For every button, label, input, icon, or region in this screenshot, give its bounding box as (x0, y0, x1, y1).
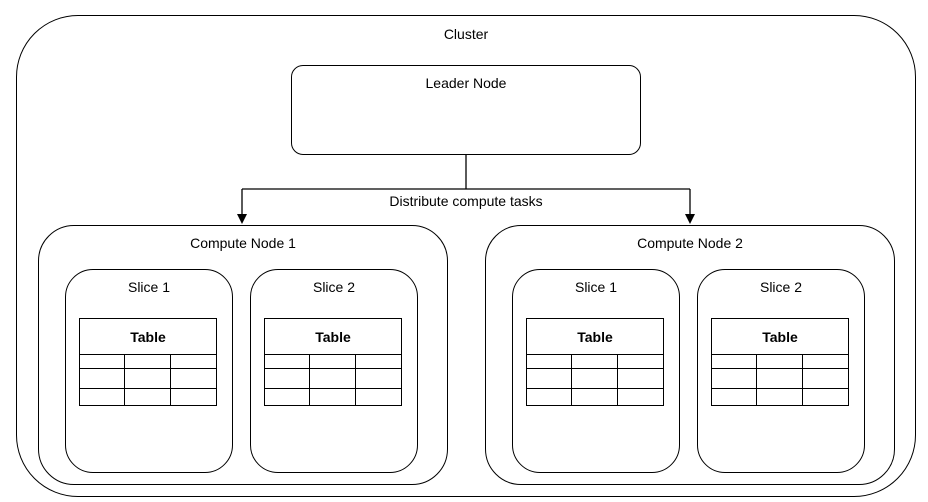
table-cell (125, 369, 171, 389)
slice-2: Slice 2 Table (697, 269, 865, 473)
slice-1: Slice 1 Table (512, 269, 680, 473)
table-title: Table (712, 319, 848, 355)
table-cell (171, 389, 216, 405)
table-cell (265, 389, 311, 405)
table-cell (125, 389, 171, 405)
cluster-label: Cluster (443, 26, 489, 42)
leader-node: Leader Node (291, 65, 641, 155)
table-title: Table (265, 319, 401, 355)
table-cell (617, 355, 663, 369)
table-cell (527, 355, 573, 369)
table-cell (80, 369, 126, 389)
table-cell (310, 369, 356, 389)
arrowhead-compute-node-2 (685, 214, 695, 224)
table-cell (355, 369, 401, 389)
table-cell (527, 369, 573, 389)
table-cell (310, 355, 356, 369)
table-cell (265, 369, 311, 389)
table-cell (356, 389, 401, 405)
slice-label: Slice 1 (574, 279, 618, 295)
table-title: Table (527, 319, 663, 355)
table-cell (125, 355, 171, 369)
table-grid (712, 355, 848, 405)
table-cell (265, 355, 311, 369)
table-grid (527, 355, 663, 405)
table-cell (572, 355, 618, 369)
table-cell (757, 369, 803, 389)
table-cell (572, 369, 618, 389)
arrowhead-compute-node-1 (237, 214, 247, 224)
table-cell (310, 389, 356, 405)
table-cell (712, 355, 758, 369)
compute-node-label: Compute Node 2 (637, 235, 743, 251)
compute-node-2: Compute Node 2 Slice 1 Table Slice 2 Tab… (485, 225, 895, 485)
distribute-tasks-label: Distribute compute tasks (366, 193, 566, 209)
table-cell (170, 369, 216, 389)
table-cell (355, 355, 401, 369)
table-cell (712, 389, 758, 405)
table-cell (170, 355, 216, 369)
leader-node-label: Leader Node (425, 75, 507, 91)
slice-2: Slice 2 Table (250, 269, 418, 473)
slice-1: Slice 1 Table (65, 269, 233, 473)
table-cell (80, 355, 126, 369)
table-cell (712, 369, 758, 389)
table: Table (79, 318, 217, 406)
table: Table (264, 318, 402, 406)
table-grid (80, 355, 216, 405)
table: Table (711, 318, 849, 406)
table-cell (617, 369, 663, 389)
table-cell (802, 355, 848, 369)
table-cell (802, 369, 848, 389)
table: Table (526, 318, 664, 406)
table-cell (80, 389, 126, 405)
slice-label: Slice 2 (312, 279, 356, 295)
table-cell (527, 389, 573, 405)
table-title: Table (80, 319, 216, 355)
table-cell (757, 389, 803, 405)
slice-label: Slice 2 (759, 279, 803, 295)
table-cell (803, 389, 848, 405)
compute-node-1: Compute Node 1 Slice 1 Table Slice 2 Tab… (38, 225, 448, 485)
table-cell (572, 389, 618, 405)
compute-node-label: Compute Node 1 (190, 235, 296, 251)
table-grid (265, 355, 401, 405)
table-cell (618, 389, 663, 405)
table-cell (757, 355, 803, 369)
slice-label: Slice 1 (127, 279, 171, 295)
